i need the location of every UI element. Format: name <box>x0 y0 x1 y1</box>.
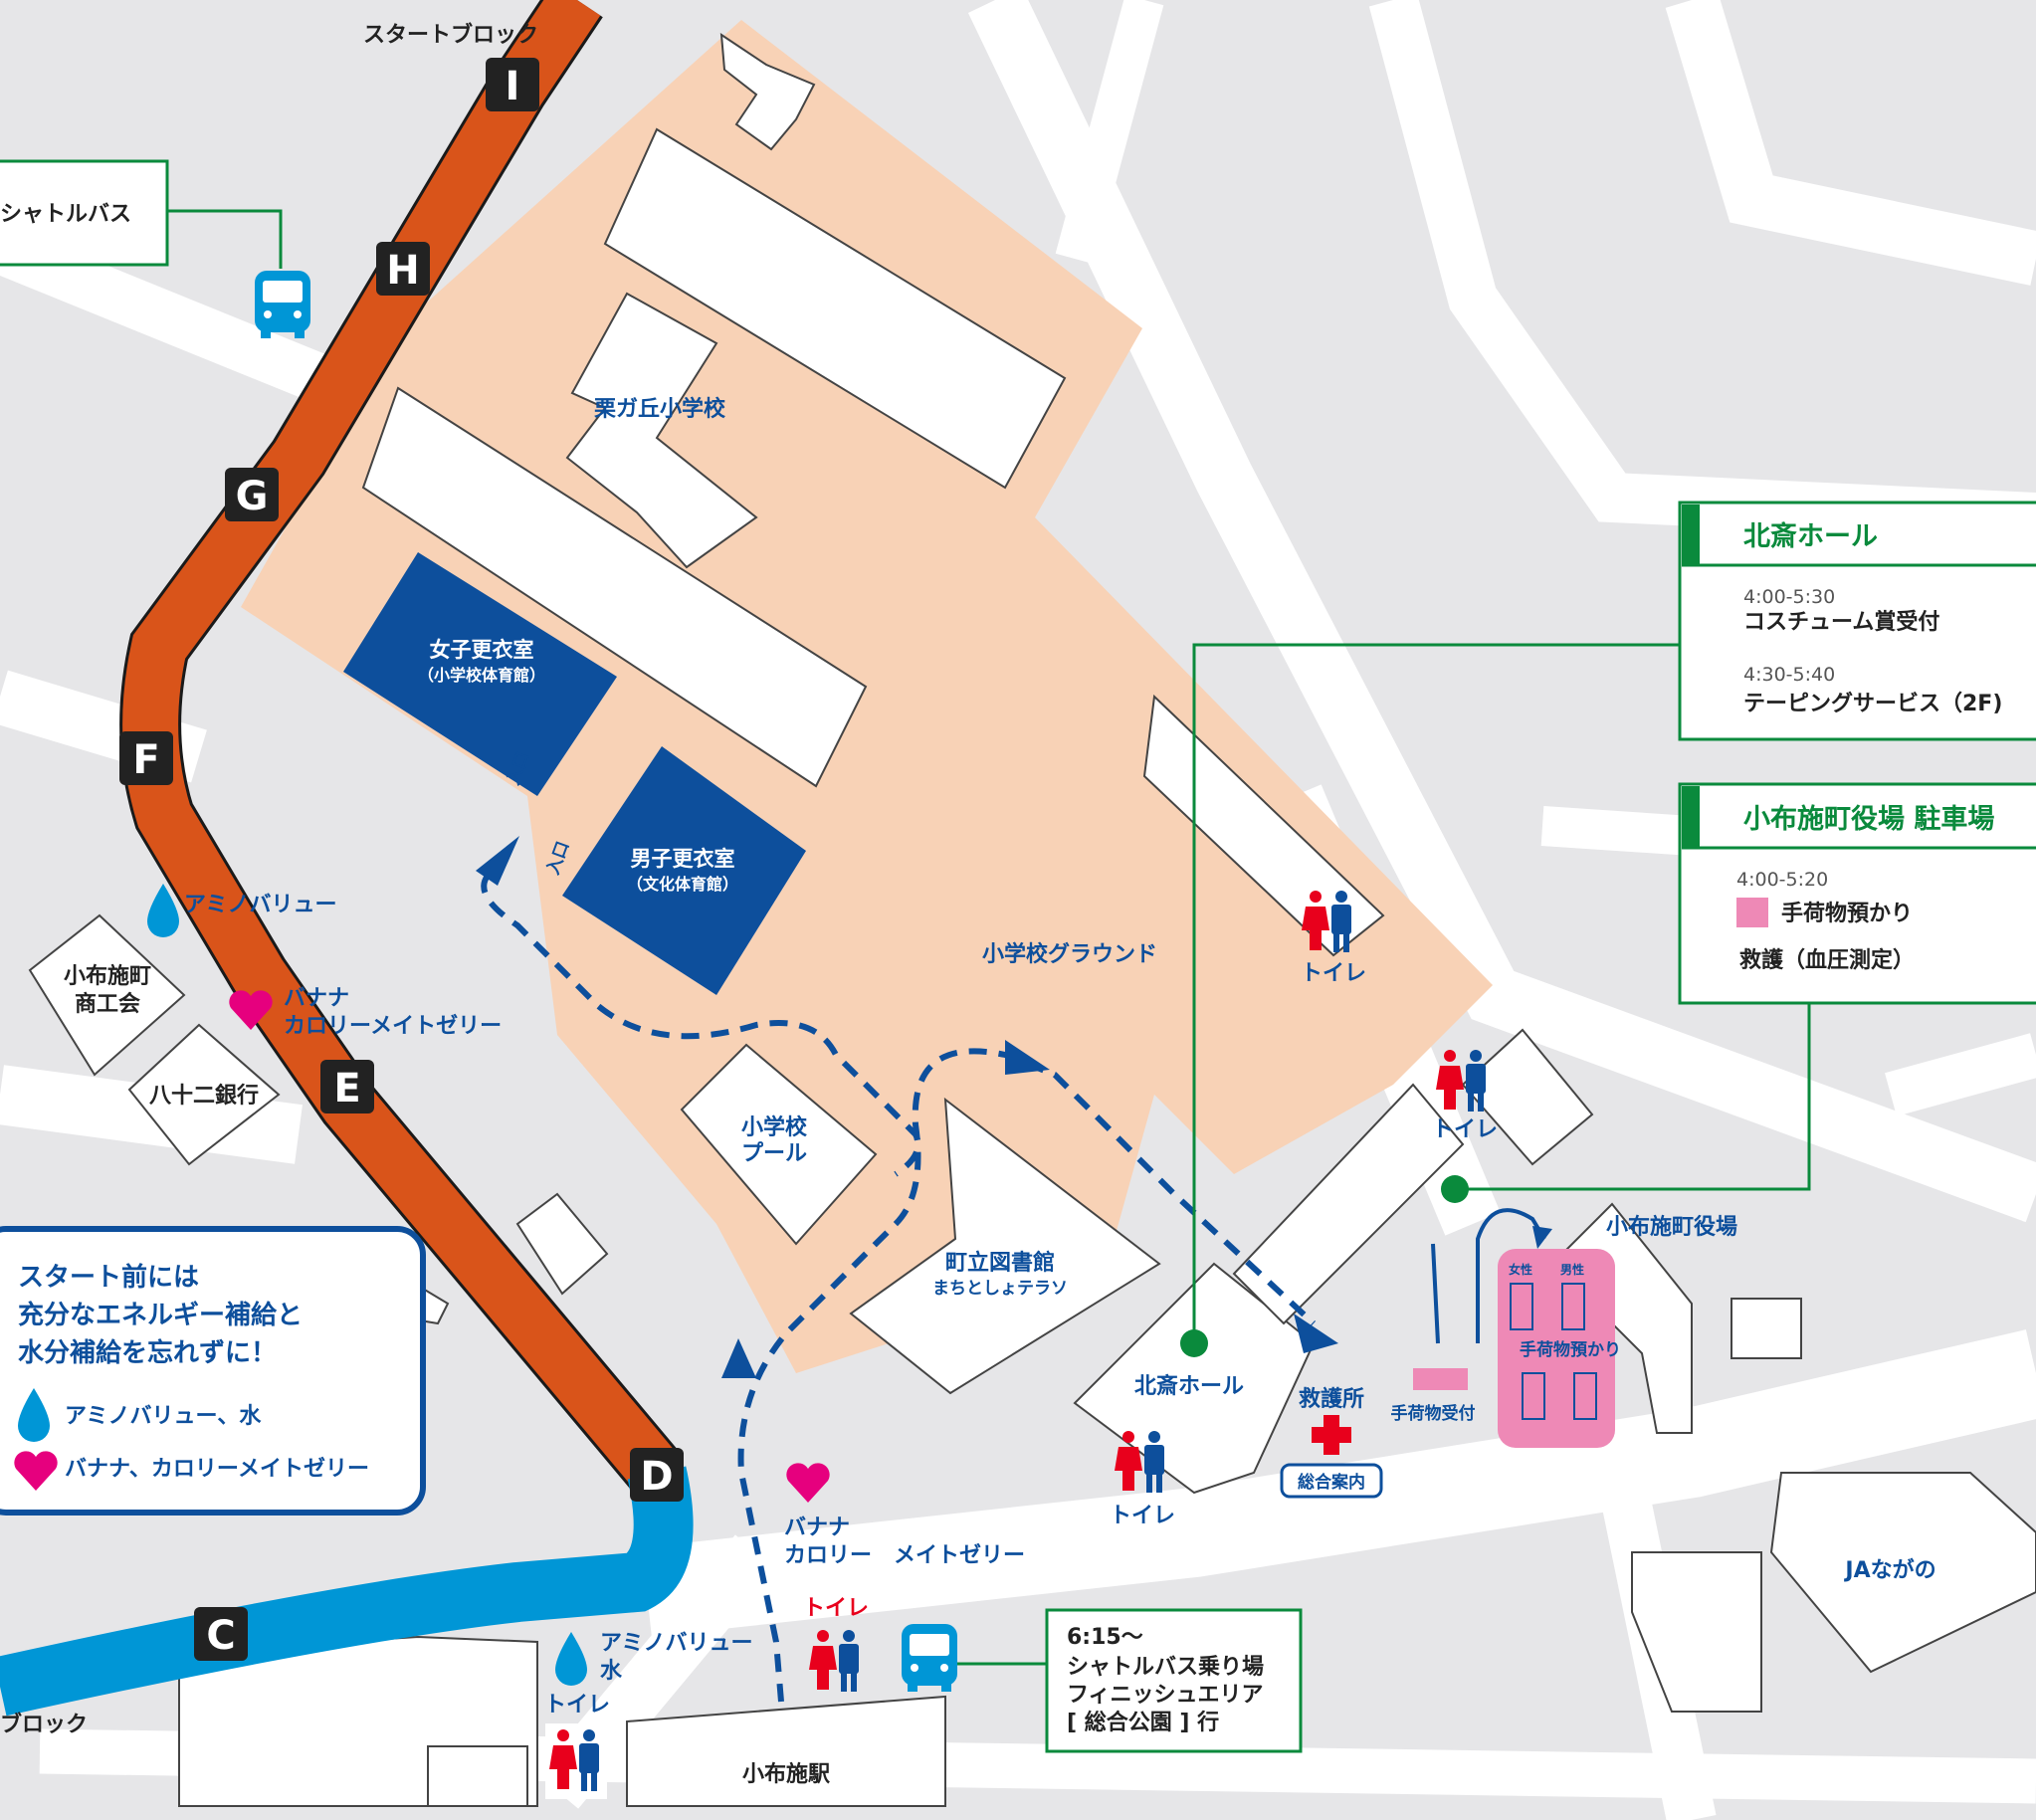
shuttle-box-line1: シャトルバス乗り場 <box>1067 1655 1264 1680</box>
town-office-label: 小布施町役場 <box>1606 1214 1737 1240</box>
shuttle-info-box <box>1045 1608 1303 1753</box>
parking-box-item1: 手荷物預かり <box>1781 901 1913 926</box>
toilet-label: トイレ <box>1301 961 1366 986</box>
baggage-receive-marker <box>1413 1368 1468 1390</box>
toilet-icon <box>549 1729 599 1791</box>
girls-room-sub-label: （小学校体育館） <box>418 666 545 685</box>
amino-label-2b: 水 <box>600 1659 623 1684</box>
notice-line1: スタート前には <box>18 1262 199 1293</box>
heart-icon <box>786 1463 830 1503</box>
school-buildings <box>361 33 1385 957</box>
course-blue <box>0 1466 694 1717</box>
parking-box-time1: 4:00-5:20 <box>1736 869 1828 891</box>
banana-label-2b: カロリー メイトゼリー <box>784 1543 1025 1568</box>
notice-line2: 充分なエネルギー補給と <box>18 1300 303 1330</box>
marker-G: G <box>236 474 269 519</box>
baggage-area <box>1498 1249 1615 1448</box>
first-aid-label: 救護所 <box>1299 1386 1364 1412</box>
baggage-swatch <box>1736 898 1768 927</box>
water-drop-icon <box>555 1632 587 1686</box>
water-drop-icon <box>147 884 179 937</box>
school-grounds <box>241 20 1493 1373</box>
shuttle-box-line2: フィニッシュエリア <box>1067 1683 1264 1708</box>
girls-room-label: 女子更衣室 <box>430 638 534 662</box>
banana-label-1a: バナナ <box>284 986 349 1011</box>
parking-box-item2: 救護（血圧測定） <box>1739 947 1915 973</box>
pool-label-1: 小学校 <box>741 1114 808 1140</box>
bus-icon <box>255 271 310 338</box>
hall-box-time2: 4:30-5:40 <box>1743 664 1835 686</box>
library-sub-label: まちとしょテラソ <box>932 1279 1068 1299</box>
hall-box-title: 北斎ホール <box>1743 520 1878 552</box>
legend-food-label: バナナ、カロリーメイトゼリー <box>65 1457 369 1482</box>
parking-box-title: 小布施町役場 駐車場 <box>1743 804 1994 835</box>
ground-label: 小学校グラウンド <box>982 941 1157 967</box>
shuttle-box-line3: [ 総合公園 ] 行 <box>1067 1710 1219 1735</box>
amino-label-1: アミノバリュー <box>184 893 337 917</box>
toilet-label: トイレ <box>1432 1117 1498 1142</box>
bank-label: 八十二銀行 <box>149 1083 259 1109</box>
start-block-label: スタートブロック <box>363 22 538 48</box>
station-buildings <box>178 1635 946 1807</box>
shuttle-box-time: 6:15～ <box>1067 1625 1143 1650</box>
shuttle-top-label: シャトルバス <box>0 202 131 227</box>
ja-label: JAながの <box>1843 1557 1935 1583</box>
boys-room-label: 男子更衣室 <box>631 847 735 871</box>
baggage-keep-label: 手荷物預かり <box>1520 1339 1621 1360</box>
station-label: 小布施駅 <box>742 1761 830 1787</box>
heart-icon <box>229 990 273 1030</box>
male-label: 男性 <box>1560 1262 1584 1277</box>
hall-info-box <box>1678 501 2036 741</box>
toilet-icon <box>1115 1431 1164 1493</box>
pool-label-2: プール <box>741 1141 807 1166</box>
female-label: 女性 <box>1509 1262 1532 1277</box>
marker-H: H <box>386 248 419 294</box>
marker-C: C <box>206 1613 235 1659</box>
toilet-icon <box>1302 891 1351 952</box>
toilet-label: トイレ <box>1110 1504 1175 1528</box>
hall <box>1073 1262 1316 1495</box>
hall-box-item1: コスチューム賞受付 <box>1743 609 1939 635</box>
hall-box-item2: テーピングサービス（2F) <box>1743 691 2002 716</box>
amino-label-2a: アミノバリュー <box>600 1631 753 1656</box>
marker-D: D <box>640 1454 673 1500</box>
boys-changing-room <box>562 746 806 995</box>
boys-room-sub-label: （文化体育館） <box>627 875 738 894</box>
route-lower <box>737 1048 1317 1703</box>
legend-water-label: アミノバリュー、水 <box>65 1404 262 1429</box>
toilet-label: トイレ <box>803 1596 869 1621</box>
marker-F: F <box>132 737 159 783</box>
baggage-receive-label: 手荷物受付 <box>1391 1403 1476 1424</box>
heart-icon <box>14 1451 58 1491</box>
block-bottom-label: ブロック <box>0 1712 88 1737</box>
girls-changing-room <box>343 552 617 796</box>
shuttle-top-box <box>0 159 169 267</box>
red-cross-icon <box>1312 1415 1351 1455</box>
notice-line3: 水分補給を忘れずに！ <box>18 1337 277 1368</box>
school-label: 栗ガ丘小学校 <box>594 396 726 422</box>
chamber-label-2: 商工会 <box>75 991 140 1017</box>
chamber-label-1: 小布施町 <box>64 963 151 989</box>
toilet-icon <box>809 1630 859 1692</box>
toilet-label: トイレ <box>544 1693 610 1718</box>
parking-info-box <box>1678 782 2036 1005</box>
banana-label-1b: カロリーメイトゼリー <box>284 1014 502 1039</box>
library <box>849 1097 1161 1395</box>
hall-box-time1: 4:00-5:30 <box>1743 586 1835 608</box>
info-label: 総合案内 <box>1298 1472 1365 1493</box>
marker-I: I <box>506 64 520 109</box>
marker-E: E <box>333 1066 360 1112</box>
hall-label: 北斎ホール <box>1134 1373 1244 1399</box>
pool <box>680 1043 878 1246</box>
toilet-icon <box>1436 1050 1486 1112</box>
notice-box <box>0 1226 426 1516</box>
library-label: 町立図書館 <box>945 1250 1055 1276</box>
banana-label-2a: バナナ <box>784 1516 850 1540</box>
water-drop-icon <box>18 1388 50 1442</box>
info-badge <box>1280 1463 1383 1499</box>
course-markers: I H G F E D C <box>119 58 684 1661</box>
bus-icon <box>902 1624 957 1692</box>
